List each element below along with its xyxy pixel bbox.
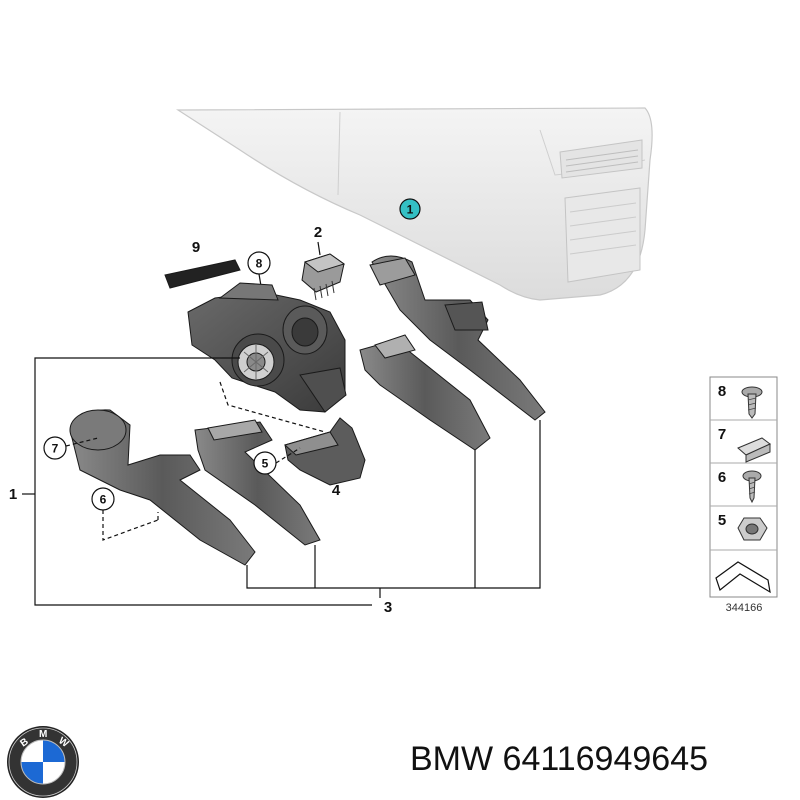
part-9-filter xyxy=(164,259,241,289)
callout-4: 4 xyxy=(332,482,341,499)
callout-9: 9 xyxy=(192,239,200,256)
leader-6 xyxy=(102,510,159,541)
svg-text:M: M xyxy=(39,729,47,740)
part-3-duct-left xyxy=(69,409,321,566)
svg-text:8: 8 xyxy=(256,257,263,271)
legend-number-8: 8 xyxy=(718,383,726,400)
callout-3: 3 xyxy=(384,599,392,616)
screw-icon xyxy=(741,386,763,419)
catalog-arrow-icon xyxy=(715,561,771,594)
blower-unit xyxy=(187,282,347,413)
legend-number-6: 6 xyxy=(718,469,726,486)
callout-1-teal: 1 xyxy=(399,198,421,220)
callout-8: 8 xyxy=(247,251,271,275)
leader-2 xyxy=(317,241,321,256)
leader-5 xyxy=(275,447,301,464)
legend-number-5: 5 xyxy=(718,512,726,529)
svg-text:5: 5 xyxy=(262,457,269,471)
callout-2: 2 xyxy=(314,224,322,241)
legend-number-7: 7 xyxy=(718,426,726,443)
bmw-logo: B M W xyxy=(7,726,79,798)
callout-6: 6 xyxy=(91,487,115,511)
callout-5: 5 xyxy=(253,451,277,475)
callout-1-left: 1 xyxy=(9,486,17,503)
hex-nut-icon xyxy=(737,517,768,541)
part-number-caption: BMW 64116949645 xyxy=(410,740,709,778)
part-3-duct-right xyxy=(359,255,546,451)
fastener-legend: 8 7 6 5 xyxy=(709,376,778,598)
bracket-lines xyxy=(22,357,541,606)
diagram-id: 344166 xyxy=(726,602,763,614)
part-4-bracket xyxy=(284,417,366,486)
callout-7: 7 xyxy=(43,436,67,460)
self-tapping-screw-icon xyxy=(742,470,762,504)
svg-text:7: 7 xyxy=(52,442,59,456)
leader-5-blower xyxy=(219,381,326,433)
callout-1-label: 1 xyxy=(407,203,414,217)
part-2-blower-resistor xyxy=(301,253,346,301)
leader-7 xyxy=(65,437,99,447)
clip-nut-icon xyxy=(737,437,771,463)
svg-text:6: 6 xyxy=(100,493,107,507)
